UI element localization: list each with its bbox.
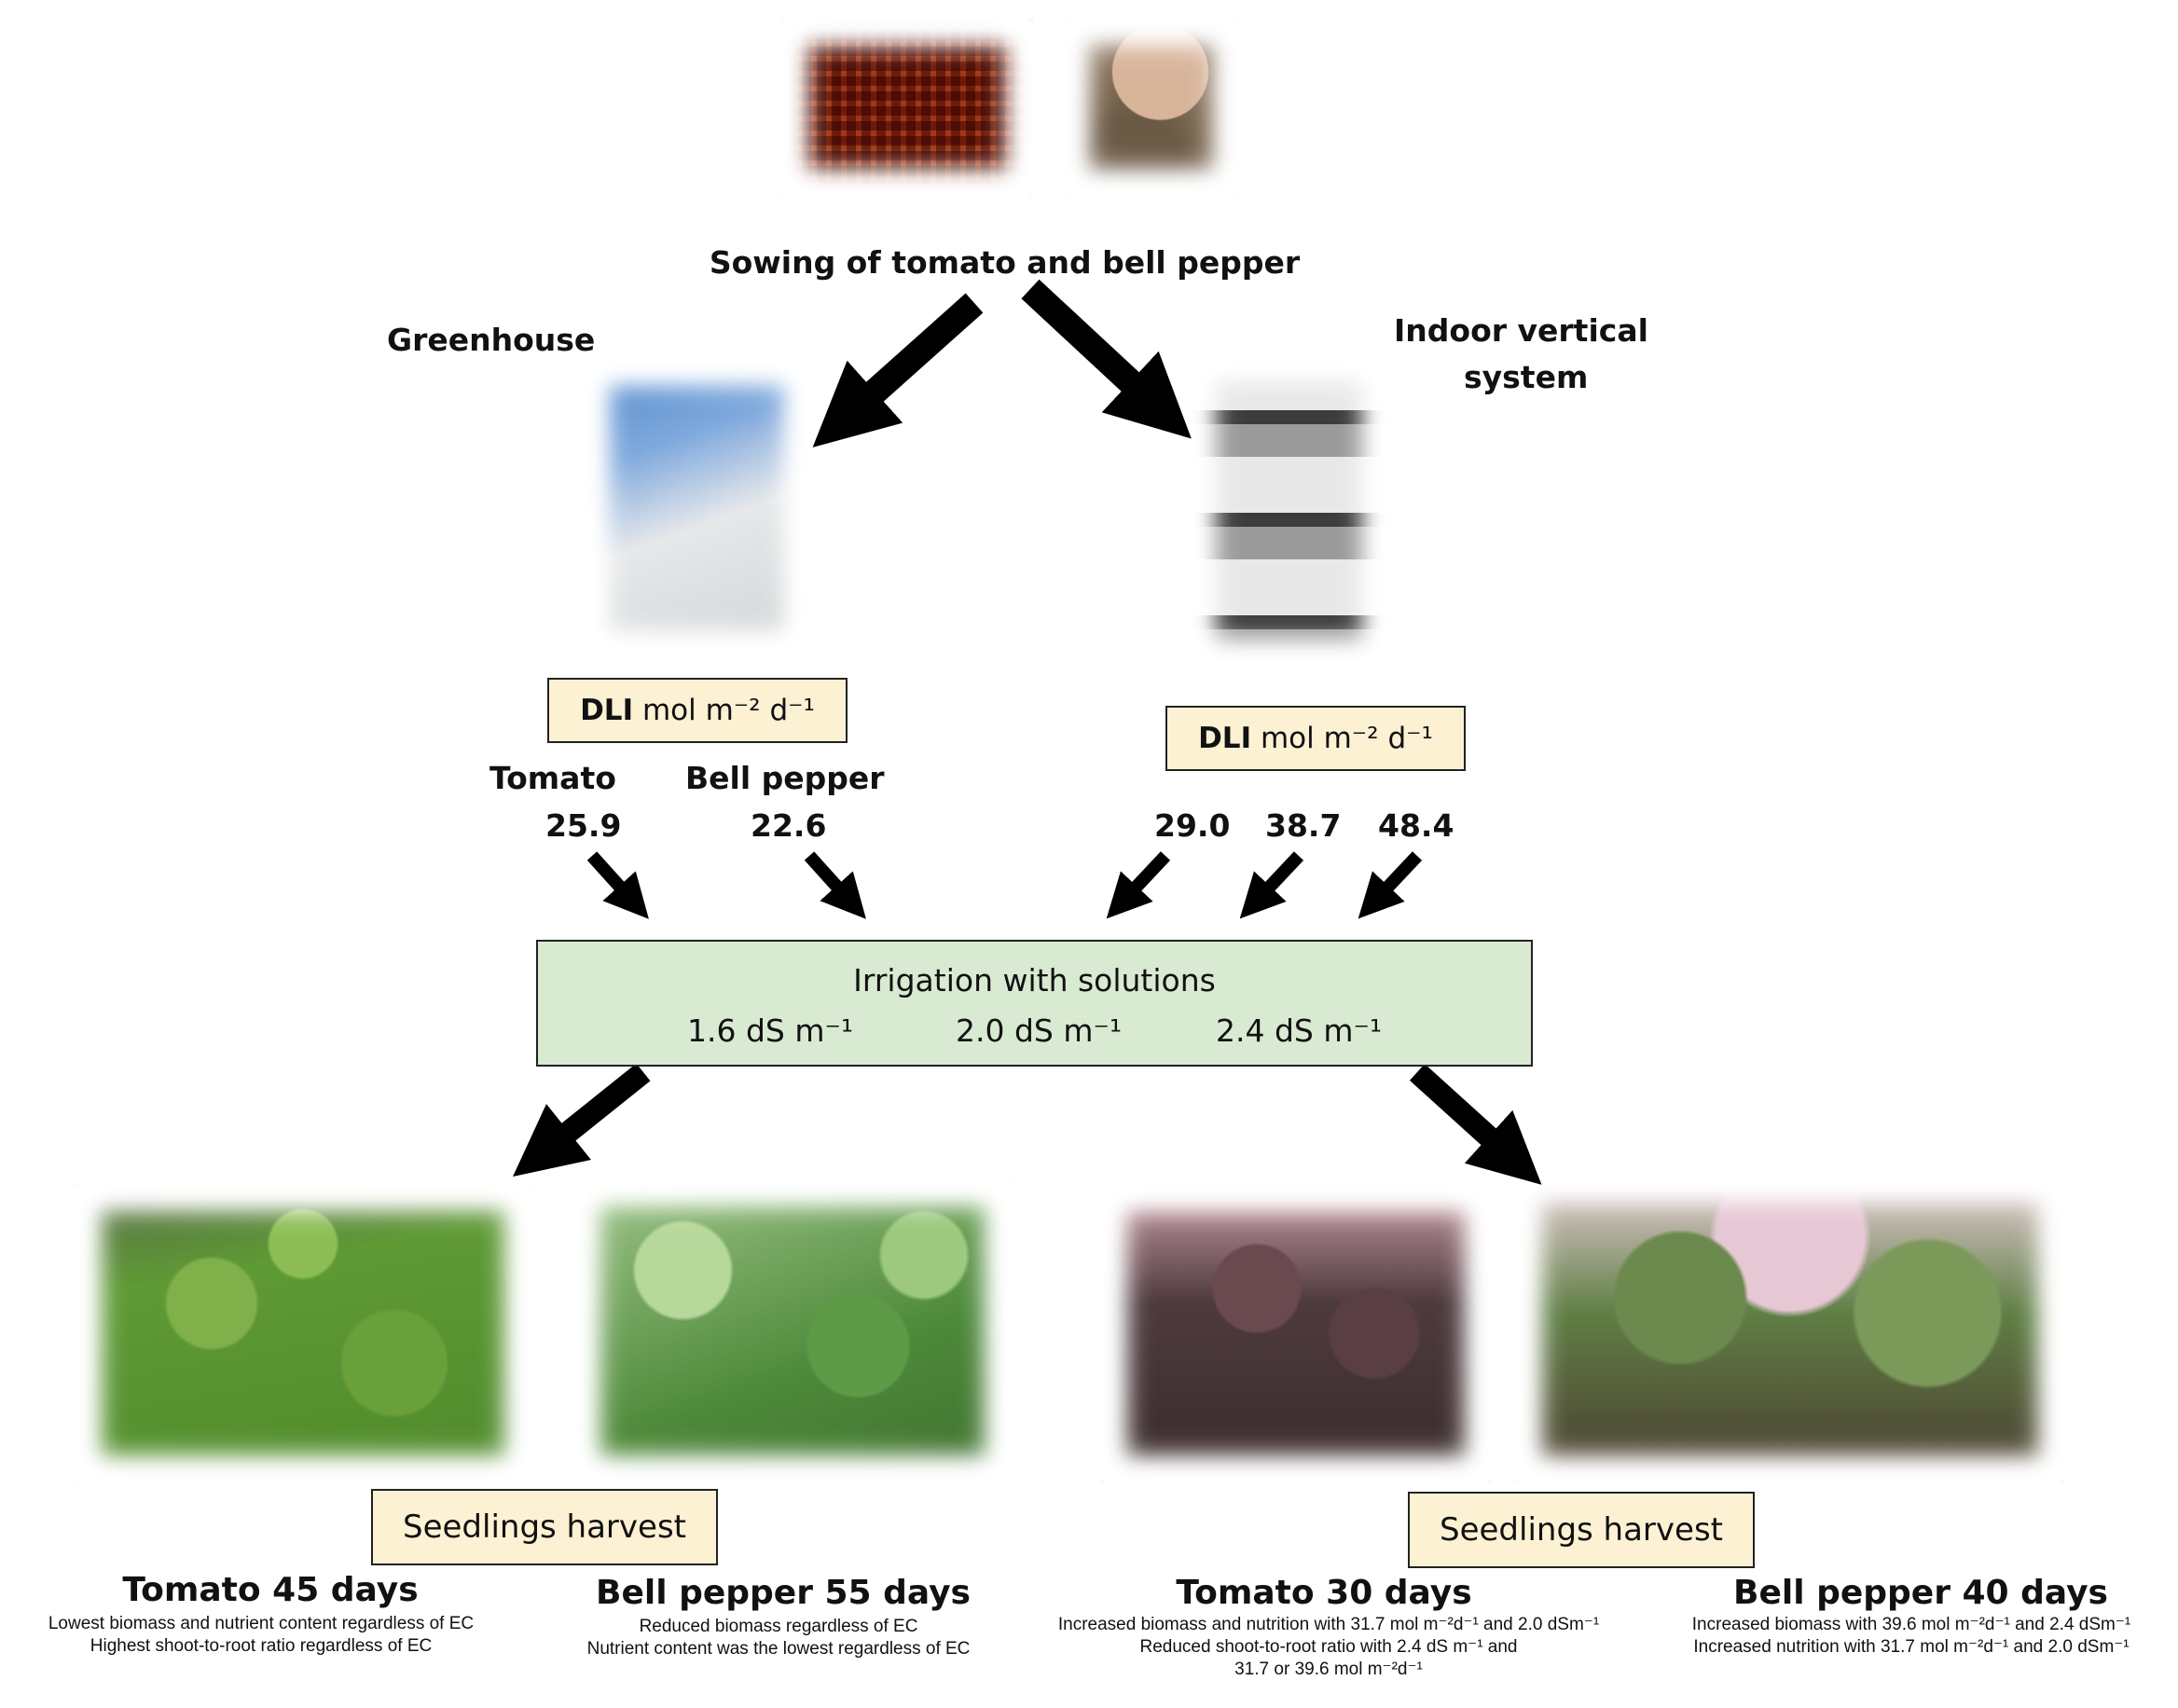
arrow-to-greenhouse	[812, 293, 984, 448]
in-pepper-title: Bell pepper 40 days	[1733, 1574, 2108, 1612]
greenhouse-crop-tomato: Tomato	[489, 760, 616, 796]
greenhouse-dli-box: DLI mol m⁻² d⁻¹	[547, 678, 848, 743]
arrow-dli-48-4	[1358, 851, 1423, 919]
greenhouse-label: Greenhouse	[387, 322, 596, 358]
arrow-to-greenhouse-harvest	[513, 1063, 651, 1177]
gh-pepper-notes: Reduced biomass regardless of EC Nutrien…	[536, 1616, 1021, 1660]
gh-pepper-title: Bell pepper 55 days	[596, 1574, 971, 1612]
greenhouse-dli-label: DLI	[580, 694, 634, 727]
arrow-dli-25-9	[586, 851, 649, 919]
sowing-title: Sowing of tomato and bell pepper	[709, 244, 1301, 281]
arrow-to-indoor-harvest	[1409, 1064, 1542, 1185]
indoor-vertical-system-photo	[1189, 354, 1389, 667]
greenhouse-dli-unit: mol m⁻² d⁻¹	[641, 694, 815, 727]
indoor-dli-box: DLI mol m⁻² d⁻¹	[1165, 706, 1466, 771]
arrow-dli-38-7	[1239, 851, 1304, 919]
irrigation-level-2-0: 2.0 dS m⁻¹	[956, 1012, 1123, 1049]
in-tomato-note-3: 31.7 or 39.6 mol m⁻²d⁻¹	[1234, 1660, 1423, 1679]
indoor-dli-unit: mol m⁻² d⁻¹	[1260, 722, 1433, 755]
in-pepper-note-1: Increased biomass with 39.6 mol m⁻²d⁻¹ a…	[1691, 1615, 2131, 1634]
arrow-to-indoor	[1021, 279, 1192, 439]
gh-pepper-note-1: Reduced biomass regardless of EC	[639, 1617, 918, 1636]
greenhouse-photo	[583, 359, 811, 657]
gh-pepper-note-2: Nutrient content was the lowest regardle…	[586, 1639, 971, 1659]
irrigation-level-1-6: 1.6 dS m⁻¹	[687, 1012, 854, 1049]
gh-tomato-notes: Lowest biomass and nutrient content rega…	[0, 1613, 522, 1658]
indoor-harvest-box: Seedlings harvest	[1408, 1492, 1755, 1568]
gh-tomato-note-2: Highest shoot-to-root ratio regardless o…	[90, 1636, 433, 1656]
irrigation-level-2-4: 2.4 dS m⁻¹	[1216, 1012, 1383, 1049]
irrigation-title: Irrigation with solutions	[853, 962, 1216, 999]
gh-tomato-note-1: Lowest biomass and nutrient content rega…	[48, 1614, 475, 1633]
dli-value-48-4: 48.4	[1378, 807, 1454, 844]
indoor-dli-label: DLI	[1198, 722, 1252, 755]
seed-tray-photo	[781, 19, 1033, 196]
in-pepper-notes: Increased biomass with 39.6 mol m⁻²d⁻¹ a…	[1650, 1614, 2172, 1659]
indoor-pepper-seedlings-photo	[1515, 1175, 2065, 1482]
indoor-tomato-seedlings-photo	[1100, 1184, 1492, 1482]
indoor-label-line2: system	[1464, 359, 1589, 395]
greenhouse-tomato-seedlings-photo	[75, 1184, 531, 1482]
dli-value-29-0: 29.0	[1154, 807, 1231, 844]
arrow-dli-29-0	[1106, 851, 1171, 919]
sowing-hand-photo	[1063, 19, 1240, 196]
in-pepper-note-2: Increased nutrition with 31.7 mol m⁻²d⁻¹…	[1693, 1637, 2130, 1657]
greenhouse-pepper-seedlings-photo	[573, 1179, 1012, 1482]
irrigation-box: Irrigation with solutions 1.6 dS m⁻¹ 2.0…	[536, 940, 1533, 1067]
dli-value-38-7: 38.7	[1265, 807, 1342, 844]
in-tomato-note-2: Reduced shoot-to-root ratio with 2.4 dS …	[1139, 1637, 1518, 1657]
indoor-label-line1: Indoor vertical	[1394, 312, 1648, 349]
greenhouse-harvest-box: Seedlings harvest	[371, 1489, 718, 1565]
greenhouse-crop-bell-pepper: Bell pepper	[685, 760, 885, 796]
in-tomato-note-1: Increased biomass and nutrition with 31.…	[1057, 1615, 1600, 1634]
gh-tomato-title: Tomato 45 days	[122, 1571, 419, 1609]
dli-value-22-6: 22.6	[751, 807, 827, 844]
in-tomato-title: Tomato 30 days	[1176, 1574, 1472, 1612]
dli-value-25-9: 25.9	[545, 807, 622, 844]
arrow-dli-22-6	[804, 851, 866, 919]
in-tomato-notes: Increased biomass and nutrition with 31.…	[1040, 1614, 1618, 1681]
